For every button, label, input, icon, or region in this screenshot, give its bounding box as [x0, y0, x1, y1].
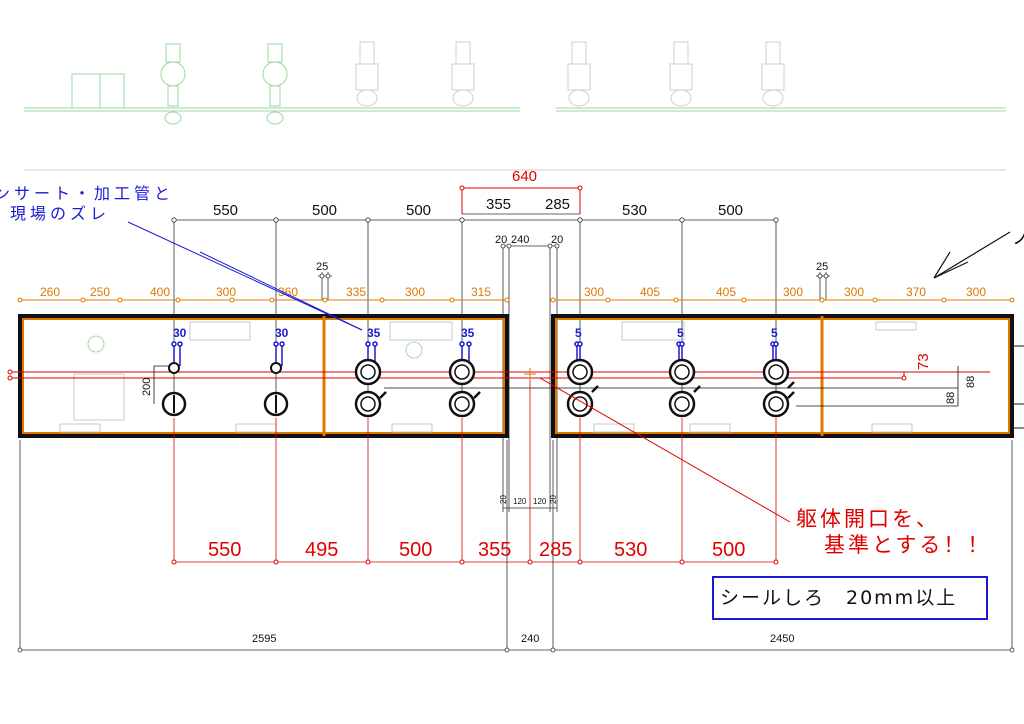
dim-orange-8: 315: [471, 285, 491, 299]
dim-orange-5: 360: [278, 285, 298, 299]
dim-bottom-7: 500: [712, 539, 745, 561]
dim-bottom-3: 500: [399, 539, 432, 561]
dim-bottom-2: 495: [305, 539, 338, 561]
tiny-dims: 20 120 120 20: [499, 495, 558, 506]
dim-bottom-5: 285: [539, 539, 572, 561]
dim-blue-3: 35: [367, 326, 381, 340]
dim-orange-11: 405: [716, 285, 736, 299]
dim-side-200: 200: [141, 378, 153, 396]
orange-dim-ticks: [17, 297, 1015, 303]
valve-marks: [379, 381, 795, 399]
note-insert-line1: ンサート・加工管と: [0, 184, 174, 203]
dim-top-5: 285: [545, 196, 570, 213]
dim-blue-2: 30: [275, 326, 289, 340]
panel-left: [18, 314, 509, 438]
dim-blue-4: 35: [461, 326, 475, 340]
black-arrow-leader: [933, 231, 1011, 279]
dim-gap-20b: 20: [551, 234, 563, 246]
dim-orange-12: 300: [783, 285, 803, 299]
right-edge-mark: ノ: [1012, 228, 1024, 248]
dim-top-6: 530: [622, 202, 647, 219]
dim-top-1: 550: [213, 202, 238, 219]
dim-side-88a: 88: [965, 376, 977, 388]
note-opening-line1: 躯体開口を、: [796, 507, 940, 531]
dim-blue-7: 5: [771, 326, 778, 340]
orange-dim-labels: 260 250 400 300 360 335 300 315 300 405 …: [40, 285, 986, 299]
dim-side-73: 73: [915, 353, 932, 370]
dim-orange-6: 335: [346, 285, 366, 299]
dim-total-right: 2450: [770, 633, 794, 645]
dim-orange-14: 370: [906, 285, 926, 299]
dim-total-mid: 240: [521, 633, 539, 645]
dim-orange-3: 400: [150, 285, 170, 299]
dim-top-2: 500: [312, 202, 337, 219]
dim-top-3: 500: [406, 202, 431, 219]
dim-gap-240: 240: [511, 234, 529, 246]
dim-tiny-4: 20: [549, 495, 558, 504]
dim-total-left: 2595: [252, 633, 276, 645]
top-dim-dots: [171, 217, 829, 279]
dim-side-88b: 88: [945, 392, 957, 404]
dim-orange-4: 300: [216, 285, 236, 299]
top-black-dims: 550 500 500 355 285 530 500 20 240 20 25…: [213, 196, 828, 273]
dim-bottom-6: 530: [614, 539, 647, 561]
dim-orange-7: 300: [405, 285, 425, 299]
note-insert-line2: 現場のズレ: [10, 204, 110, 223]
dim-blue-1: 30: [173, 326, 187, 340]
dim-top-7: 500: [718, 202, 743, 219]
dim-tiny-1: 20: [499, 495, 508, 504]
dim-25-right: 25: [816, 261, 828, 273]
dim-blue-5: 5: [575, 326, 582, 340]
dim-orange-9: 300: [584, 285, 604, 299]
dim-orange-13: 300: [844, 285, 864, 299]
dim-orange-1: 260: [40, 285, 60, 299]
pipe-fixtures: [161, 358, 790, 418]
dim-top-4: 355: [486, 196, 511, 213]
dim-tiny-2: 120: [513, 497, 527, 506]
dim-orange-2: 250: [90, 285, 110, 299]
dim-orange-15: 300: [966, 285, 986, 299]
dim-bottom-4: 355: [478, 539, 511, 561]
panel-right: [551, 314, 1014, 438]
seal-margin-note: シールしろ 20mm以上: [712, 576, 988, 620]
blue-dims: [171, 341, 779, 366]
red-leader: [539, 377, 791, 523]
dim-red-640: 640: [512, 168, 537, 185]
blue-dim-labels: 30 30 35 35 5 5 5: [173, 326, 778, 340]
bottom-red-labels: 550 495 500 355 285 530 500: [208, 539, 745, 561]
red-reference-lines: [8, 366, 990, 407]
dim-blue-6: 5: [677, 326, 684, 340]
dim-bottom-1: 550: [208, 539, 241, 561]
dim-gap-20a: 20: [495, 234, 507, 246]
dim-tiny-3: 120: [533, 497, 547, 506]
dim-25-left: 25: [316, 261, 328, 273]
blue-leader-2: [199, 251, 363, 331]
elevation-view: [24, 41, 1006, 171]
dim-orange-10: 405: [640, 285, 660, 299]
blue-leader-1: [127, 221, 363, 331]
note-opening-line2: 基準とする！！: [824, 533, 991, 557]
red-640-bracket: [461, 187, 581, 214]
